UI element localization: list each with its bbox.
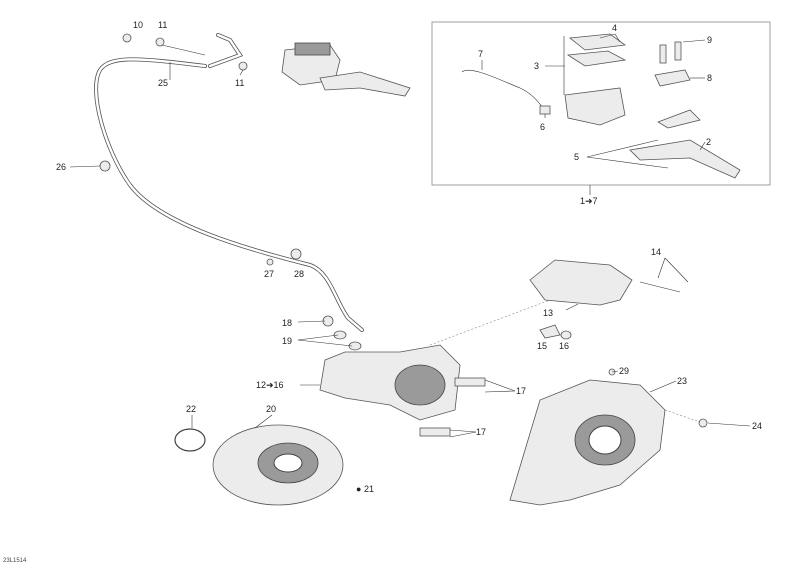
callout-6: 6 xyxy=(540,122,545,132)
callout-29: 29 xyxy=(619,366,629,376)
callout-26: 26 xyxy=(56,162,66,172)
callout-25: 25 xyxy=(158,78,168,88)
brake-caliper xyxy=(319,315,486,437)
callout-18: 18 xyxy=(282,318,292,328)
diagram-code: 23L1514 xyxy=(3,558,27,564)
callout-11: 11 xyxy=(235,78,244,88)
callout-22: 22 xyxy=(186,404,196,414)
inset-master-cylinder xyxy=(461,33,741,179)
callout-24: 24 xyxy=(752,421,762,431)
callout-16: 16 xyxy=(559,341,569,351)
callout-15: 15 xyxy=(537,341,547,351)
callout-21: ● 21 xyxy=(356,484,374,494)
callout-17: 17 xyxy=(476,427,486,437)
brake-pads xyxy=(529,259,681,340)
callout-20: 20 xyxy=(266,404,276,414)
callout-11: 11 xyxy=(158,20,167,30)
callout-10: 10 xyxy=(133,20,143,30)
inset-box xyxy=(431,21,771,186)
leader-lines xyxy=(69,33,751,438)
disc-guard xyxy=(509,368,708,506)
callout-28: 28 xyxy=(294,269,304,279)
callout-1-7: 1➜7 xyxy=(580,196,598,206)
callout-19: 19 xyxy=(282,336,292,346)
callout-27: 27 xyxy=(264,269,274,279)
callout-23: 23 xyxy=(677,376,687,386)
callout-8: 8 xyxy=(707,73,712,83)
callout-9: 9 xyxy=(707,35,712,45)
callout-7: 7 xyxy=(478,49,483,59)
callout-12-16: 12➜16 xyxy=(256,380,284,390)
callout-labels: 10 11 25 11 26 27 28 18 19 12➜16 17 17 2… xyxy=(3,20,762,564)
callout-14: 14 xyxy=(651,247,661,257)
callout-13: 13 xyxy=(543,308,553,318)
brake-hose xyxy=(94,57,364,332)
callout-3: 3 xyxy=(534,61,539,71)
brake-disc xyxy=(174,424,344,506)
callout-17: 17 xyxy=(516,386,526,396)
master-cylinder-assembly xyxy=(99,33,411,266)
callout-5: 5 xyxy=(574,152,579,162)
callout-4: 4 xyxy=(612,23,617,33)
callout-2: 2 xyxy=(706,137,711,147)
